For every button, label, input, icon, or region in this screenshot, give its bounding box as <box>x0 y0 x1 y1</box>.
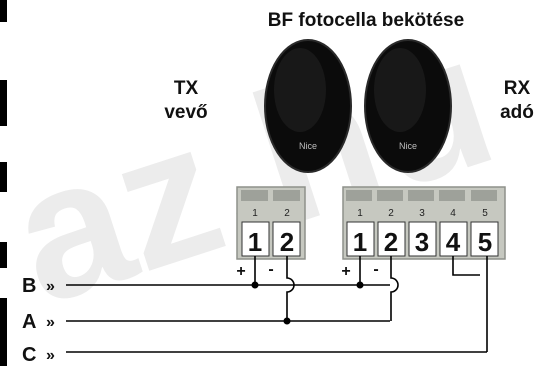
wire-a-label: A <box>22 311 36 333</box>
rx-small-label-2: 2 <box>388 208 394 219</box>
rx-terminal-1: 1 <box>353 227 367 257</box>
wire-c-arrow: » <box>46 347 55 364</box>
rx-sublabel: adó <box>500 102 534 123</box>
rx-minus-mark: - <box>373 261 378 278</box>
tx-small-label-1: 1 <box>252 208 258 219</box>
diagram-title: BF fotocella bekötése <box>268 10 464 31</box>
tx-terminal-block: 1 2 1 2 <box>236 186 306 260</box>
tx-terminal-1: 1 <box>248 227 262 257</box>
tx-minus-mark: - <box>268 261 273 278</box>
wire-b-label: B <box>22 275 36 297</box>
rx-terminal-block: 1 2 3 4 5 1 2 3 4 5 <box>342 186 506 260</box>
rx-photocell-lens: Nice <box>364 39 452 173</box>
rx-brand-logo: Nice <box>399 141 417 151</box>
tx-plus-mark: + <box>236 263 245 280</box>
rx-terminal-4: 4 <box>446 227 461 257</box>
watermark: az.hu <box>0 0 516 345</box>
left-edge-bars <box>0 0 7 366</box>
rx-terminal-5: 5 <box>478 227 492 257</box>
tx-brand-logo: Nice <box>299 141 317 151</box>
tx-sublabel: vevő <box>164 102 207 123</box>
tx-small-label-2: 2 <box>284 208 290 219</box>
tx-label: TX <box>174 78 199 99</box>
tx-photocell-lens: Nice <box>264 39 352 173</box>
wire-b-arrow: » <box>46 278 55 295</box>
rx-terminal-2: 2 <box>384 227 398 257</box>
rx-small-label-5: 5 <box>482 208 488 219</box>
junction-dots <box>251 281 364 325</box>
tx-terminal-2: 2 <box>280 227 294 257</box>
rx-small-label-3: 3 <box>419 208 425 219</box>
rx-plus-mark: + <box>341 263 350 280</box>
rx-small-label-4: 4 <box>450 208 456 219</box>
wire-c-label: C <box>22 344 36 366</box>
wiring-lines <box>66 256 488 353</box>
rx-label: RX <box>504 78 531 99</box>
rx-terminal-3: 3 <box>415 227 429 257</box>
rx-small-label-1: 1 <box>357 208 363 219</box>
wire-a-arrow: » <box>46 314 55 331</box>
